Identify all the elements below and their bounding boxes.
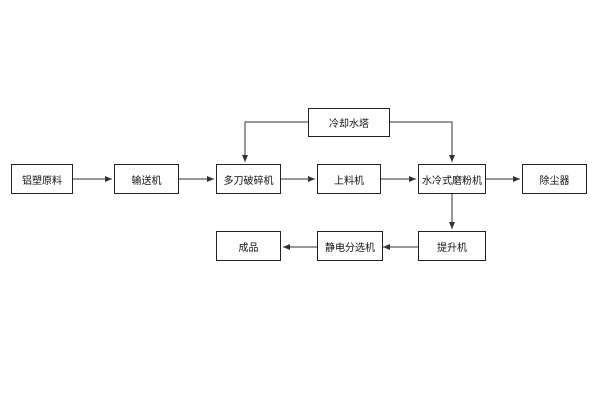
node-product: 成品 (216, 231, 281, 261)
node-water-mill: 水冷式磨粉机 (418, 164, 486, 194)
node-cooling-tower: 冷却水塔 (308, 108, 390, 137)
arrow-cooling-to-crusher (242, 121, 308, 162)
node-conveyor: 输送机 (114, 164, 179, 194)
node-raw-material: 铝塑原料 (11, 164, 73, 194)
node-crusher: 多刀破碎机 (216, 164, 281, 194)
arrow-cooling-to-mill (390, 121, 455, 162)
node-separator: 静电分选机 (317, 231, 383, 261)
node-elevator: 提升机 (418, 231, 486, 261)
node-feeder: 上料机 (317, 164, 381, 194)
node-dust-remover: 除尘器 (522, 164, 587, 194)
